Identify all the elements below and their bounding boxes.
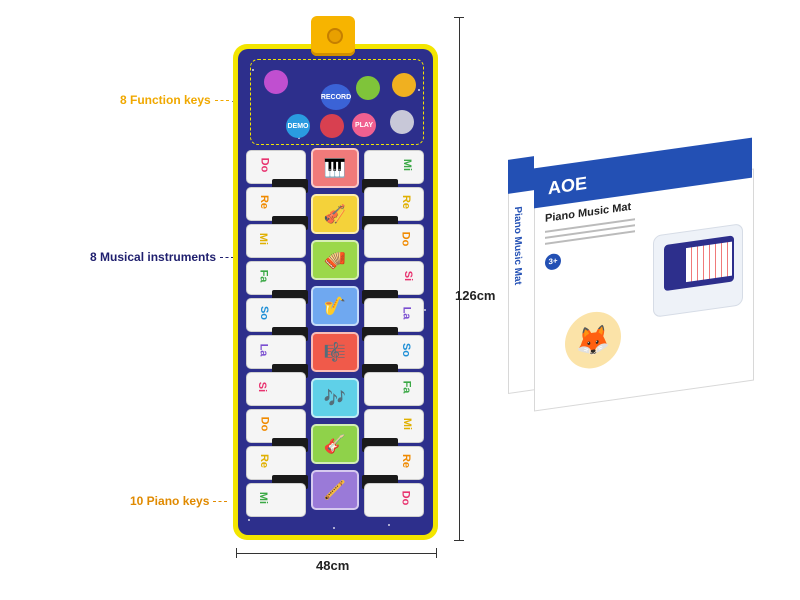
function-keys-callout: 8 Function keys: [120, 93, 229, 107]
note-label: Re: [399, 453, 412, 469]
height-dimension-line: [459, 17, 460, 540]
function-key-1[interactable]: [264, 70, 288, 94]
white-key-left-2[interactable]: Re: [246, 187, 306, 221]
note-label: Do: [399, 490, 412, 506]
note-label: So: [258, 305, 271, 321]
white-key-right-5[interactable]: La: [364, 298, 424, 332]
white-key-left-9[interactable]: Re: [246, 446, 306, 480]
accordion-icon: 🪗: [323, 250, 347, 270]
speaker-module: [311, 16, 355, 56]
piano-keys-callout-text: 10 Piano keys: [130, 494, 210, 508]
width-tick-right: [436, 548, 437, 558]
package-mat-illustration: [653, 223, 743, 318]
note-label: Mi: [257, 232, 270, 246]
white-key-left-3[interactable]: Mi: [246, 224, 306, 258]
note-label: Mi: [400, 158, 413, 172]
white-key-left-7[interactable]: Si: [246, 372, 306, 406]
note-label: Si: [401, 270, 414, 282]
white-key-right-1[interactable]: Mi: [364, 150, 424, 184]
instrument-key-8[interactable]: 🪈: [311, 470, 359, 510]
violin-icon: 🎻: [323, 204, 347, 224]
fox-mascot-icon: 🦊: [565, 308, 621, 373]
xylophone-icon: 🎼: [323, 342, 347, 362]
function-key-3[interactable]: [356, 76, 380, 100]
instrument-key-6[interactable]: 🎶: [311, 378, 359, 418]
package-side: Piano Music Mat: [508, 183, 536, 394]
function-key-4[interactable]: [392, 73, 416, 97]
note-label: So: [399, 342, 412, 358]
note-label: Fa: [400, 380, 413, 394]
height-tick-bottom: [454, 540, 464, 541]
flute-icon: 🪈: [323, 480, 347, 500]
note-label: Mi: [257, 491, 270, 505]
note-label: Do: [258, 416, 271, 432]
note-label: Si: [256, 381, 269, 393]
package-side-text: Piano Music Mat: [512, 205, 523, 286]
white-key-right-10[interactable]: Do: [364, 483, 424, 517]
function-key-5[interactable]: DEMO: [286, 114, 310, 138]
instrument-key-2[interactable]: 🎻: [311, 194, 359, 234]
keyboard-icon: 🎹: [323, 158, 347, 178]
instrument-key-5[interactable]: 🎼: [311, 332, 359, 372]
white-key-right-2[interactable]: Re: [364, 187, 424, 221]
note-label: La: [257, 343, 270, 357]
function-key-2[interactable]: RECORD: [321, 84, 351, 110]
white-key-right-3[interactable]: Do: [364, 224, 424, 258]
instrument-key-1[interactable]: 🎹: [311, 148, 359, 188]
instrument-key-4[interactable]: 🎷: [311, 286, 359, 326]
width-dimension-line: [236, 553, 436, 554]
age-badge: 3+: [545, 252, 561, 271]
note-label: Re: [258, 453, 271, 469]
instruments-callout-text: 8 Musical instruments: [90, 250, 217, 264]
instrument-key-7[interactable]: 🎸: [311, 424, 359, 464]
height-tick-top: [454, 17, 464, 18]
instruments-callout: 8 Musical instruments: [90, 250, 235, 264]
clarinet-icon: 🎶: [323, 388, 347, 408]
function-key-8[interactable]: [390, 110, 414, 134]
piano-keys-callout: 10 Piano keys: [130, 494, 228, 508]
instrument-key-3[interactable]: 🪗: [311, 240, 359, 280]
note-label: Mi: [400, 417, 413, 431]
note-label: Fa: [257, 269, 270, 283]
white-key-left-10[interactable]: Mi: [246, 483, 306, 517]
function-keys-callout-text: 8 Function keys: [120, 93, 211, 107]
note-label: Re: [258, 194, 271, 210]
note-label: Re: [399, 194, 412, 210]
width-tick-left: [236, 548, 237, 558]
note-label: Do: [399, 231, 412, 247]
white-key-right-4[interactable]: Si: [364, 261, 424, 295]
height-label: 126cm: [455, 288, 496, 303]
guitar-icon: 🎸: [323, 434, 347, 454]
package-side-band: [508, 156, 534, 194]
white-key-right-6[interactable]: So: [364, 335, 424, 369]
white-key-left-1[interactable]: Do: [246, 150, 306, 184]
note-label: Do: [258, 157, 271, 173]
package-front: Piano Music Mat 3+ 🦊: [534, 168, 754, 412]
speaker-icon: [327, 28, 343, 44]
width-label: 48cm: [316, 558, 350, 573]
white-key-right-7[interactable]: Fa: [364, 372, 424, 406]
note-label: La: [400, 306, 413, 320]
saxophone-icon: 🎷: [323, 296, 347, 316]
white-key-left-4[interactable]: Fa: [246, 261, 306, 295]
function-key-6[interactable]: [320, 114, 344, 138]
package-brand: AOE: [548, 172, 588, 199]
function-key-7[interactable]: PLAY: [352, 113, 376, 137]
function-keys-area: [250, 59, 424, 145]
